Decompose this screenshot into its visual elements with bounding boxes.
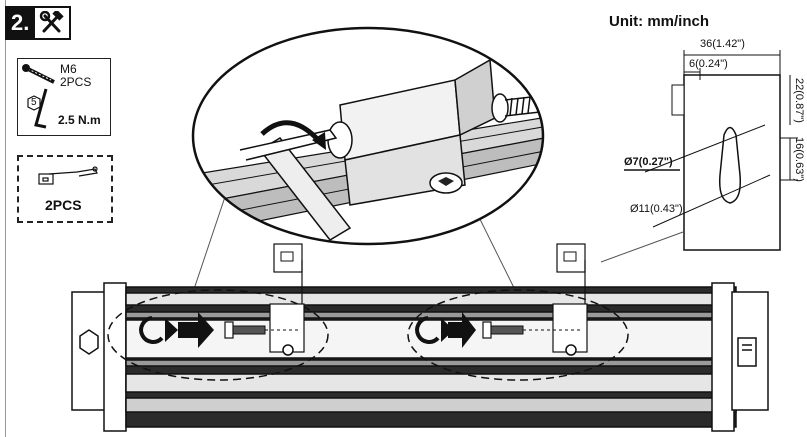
highlight-ring-left [107, 289, 329, 381]
clip-box: 2PCS [17, 155, 113, 223]
screw-head-left [224, 321, 234, 339]
dimension-hole-large: Ø11(0.43") [630, 203, 683, 215]
step-number: 2. [7, 8, 36, 38]
bracket-dimension-drawing [624, 50, 798, 251]
screw-quantity: 2PCS [60, 75, 92, 89]
mounting-group-left [107, 243, 329, 381]
end-cap-bolt [79, 329, 99, 355]
highlight-ring-right [407, 289, 629, 381]
dimension-offset: 6(0.24") [689, 58, 728, 70]
clip-quantity: 2PCS [45, 197, 82, 213]
screw-spec: M6 [60, 62, 77, 76]
dimension-height-b: 16(0.63") [793, 137, 805, 182]
torque-value: 2.5 N.m [58, 113, 101, 127]
clip-callout-line [600, 231, 684, 263]
screw-head-right [482, 321, 492, 339]
dimension-hole-small: Ø7(0.27") [624, 156, 673, 168]
zoom-callout [193, 28, 543, 244]
step-badge: 2. [5, 6, 72, 40]
zoom-callout-border [191, 26, 545, 246]
parts-box: M6 2PCS 5 2.5 N.m [17, 58, 111, 136]
light-fixture [71, 282, 769, 432]
clip-tab-right [556, 243, 586, 273]
clip-tab-left [273, 243, 303, 273]
unit-label: Unit: mm/inch [609, 13, 709, 30]
hex-key-icon [34, 88, 48, 129]
hex-key-size: 5 [31, 97, 37, 108]
mounting-clip-icon [38, 166, 98, 185]
dimension-height-a: 22(0.87") [793, 78, 805, 123]
clip-body-left [269, 303, 305, 353]
hammer-wrench-icon [35, 8, 69, 38]
connector-plug [737, 337, 757, 367]
rotate-icon-right [415, 316, 440, 344]
screw-icon [22, 64, 55, 84]
mounting-group-right [407, 243, 629, 381]
dimension-width-total: 36(1.42") [700, 38, 745, 50]
page-left-border [5, 0, 6, 437]
hex-size-badge [27, 95, 41, 111]
rotate-icon-left [139, 316, 164, 344]
